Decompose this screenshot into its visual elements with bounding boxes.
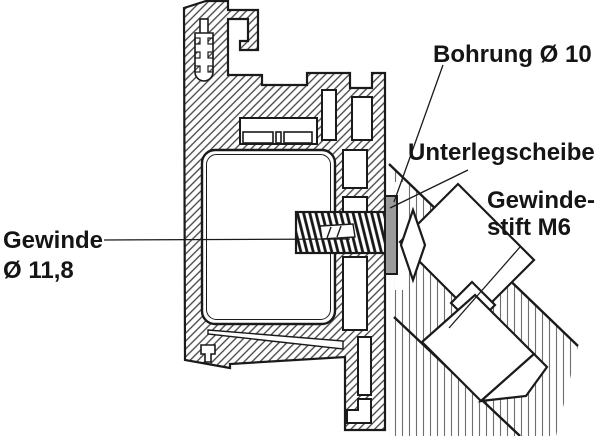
foot-notch bbox=[200, 344, 216, 363]
bracket-plate bbox=[398, 182, 536, 320]
bore-hole bbox=[395, 182, 405, 290]
label-bohrung: Bohrung Ø 10 bbox=[433, 41, 592, 68]
leader-line-gewindestift bbox=[448, 246, 521, 329]
label-gewindestift: Gewinde- stift M6 bbox=[487, 187, 596, 241]
leader-line-bohrung bbox=[393, 64, 444, 203]
bottom-slot bbox=[357, 336, 372, 396]
label-gewinde: Gewinde Ø 11,8 bbox=[3, 227, 104, 284]
set-screw-tip bbox=[477, 352, 549, 403]
leader-line-gewinde bbox=[103, 238, 351, 241]
rod-core-window bbox=[319, 223, 356, 240]
label-unterlegscheibe: Unterlegscheibe bbox=[408, 139, 595, 166]
threaded-rod bbox=[294, 210, 388, 255]
bracket-plate-hole bbox=[399, 206, 427, 284]
mounting-bracket bbox=[398, 182, 549, 403]
leader-line-unterlegscheibe bbox=[389, 169, 469, 209]
aluminum-profile bbox=[182, 0, 387, 432]
bottom-hook bbox=[346, 398, 372, 424]
washer bbox=[384, 195, 398, 275]
profile-slots bbox=[321, 89, 373, 331]
leader-lines bbox=[103, 64, 521, 329]
gasket-blocks bbox=[242, 131, 313, 144]
screw-channel bbox=[194, 18, 214, 82]
sill-gap bbox=[207, 329, 344, 350]
